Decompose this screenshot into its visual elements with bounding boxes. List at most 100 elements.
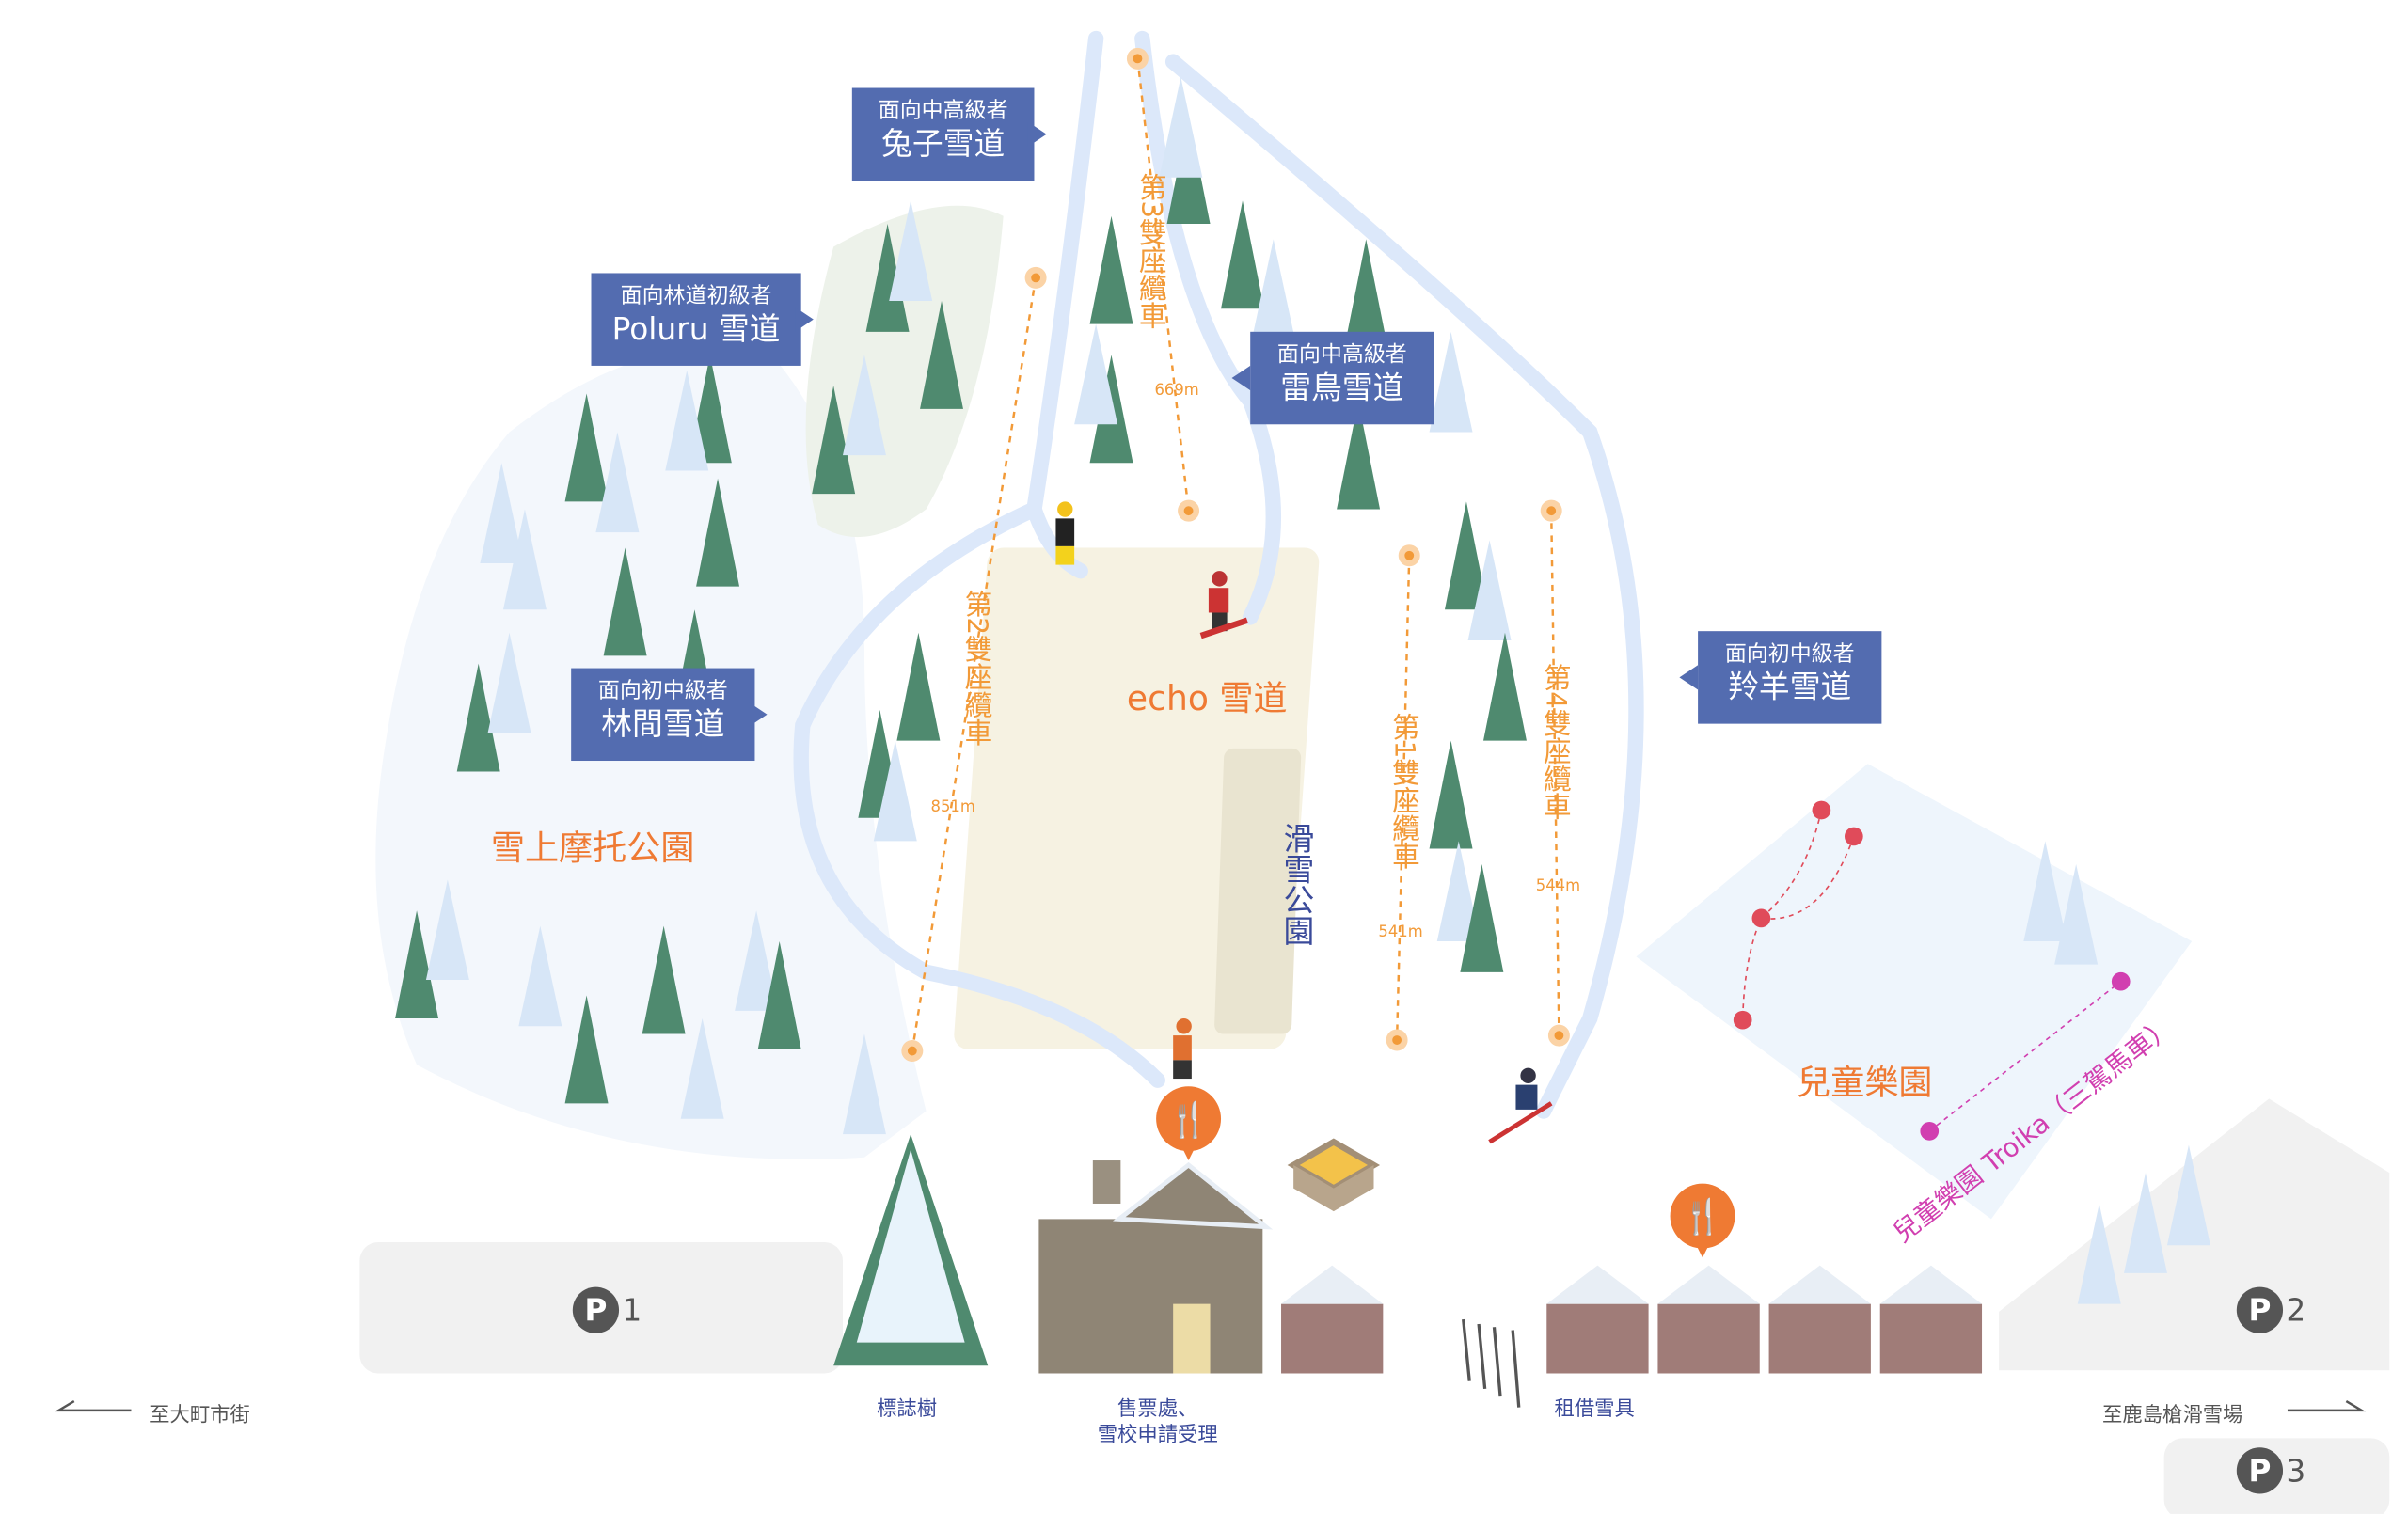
kids-park-area	[1636, 764, 2193, 1220]
troika-station	[2111, 971, 2131, 991]
trail-sign-rinkan[interactable]: 面向初中級者林間雪道	[571, 668, 768, 762]
tree-icon	[1344, 239, 1388, 348]
lift-station	[1547, 1024, 1570, 1047]
lift-label-2: 第2雙座纜車	[959, 589, 993, 747]
skier-figure	[1173, 1018, 1192, 1080]
road-to-omachi: 至大町市街	[150, 1404, 250, 1427]
kids-station	[1733, 1010, 1752, 1030]
house	[1879, 1303, 1983, 1374]
restaurant-icon: 🍴	[1156, 1086, 1222, 1161]
tree-icon	[395, 910, 439, 1019]
parking-icon: P	[2236, 1447, 2284, 1494]
tree-icon	[2166, 1144, 2210, 1246]
skier-figure	[1055, 501, 1075, 565]
tree-icon	[1251, 239, 1295, 340]
skier-figure	[1488, 1067, 1553, 1144]
tree-icon	[2054, 863, 2099, 965]
arrow-right-icon	[2287, 1399, 2367, 1412]
lift-station	[1398, 544, 1420, 567]
trail-level: 面向中高級者	[1276, 342, 1407, 368]
tree-icon	[1429, 740, 1473, 849]
tree-icon	[842, 1033, 886, 1135]
lift-line-4	[1549, 511, 1560, 1036]
trail-path	[1026, 30, 1104, 579]
tree-icon	[642, 925, 686, 1034]
snow-park-strip	[1214, 748, 1302, 1034]
tree-icon	[564, 393, 609, 502]
troika-line	[1928, 981, 2122, 1132]
tree-icon	[2124, 1173, 2167, 1273]
arrow-left-icon	[54, 1399, 132, 1412]
trail-level: 面向初中級者	[1724, 641, 1855, 667]
tree-icon	[865, 223, 910, 332]
tree-icon	[1460, 863, 1504, 972]
tree-icon	[1436, 841, 1481, 942]
tree-icon	[889, 200, 933, 301]
ticket-line-1: 售票處、	[1117, 1397, 1198, 1422]
tree-icon	[1221, 200, 1264, 309]
tree-icon	[1467, 540, 1512, 641]
lift-length-4: 544m	[1535, 877, 1581, 895]
tree-icon	[696, 478, 740, 587]
troika-station	[1920, 1122, 1940, 1141]
lift-label-3: 第3雙座纜車	[1134, 172, 1167, 330]
tree-icon	[487, 632, 531, 733]
tree-icon	[812, 386, 856, 495]
parking-number: 2	[2286, 1291, 2306, 1329]
trail-name: 雷鳥雪道	[1280, 369, 1404, 406]
ticket-line-2: 雪校申請受理	[1097, 1424, 1218, 1448]
trail-sign-rabbit[interactable]: 面向中高級者兔子雪道	[851, 87, 1047, 181]
tree-icon	[456, 663, 500, 772]
lift-length-3: 669m	[1154, 382, 1199, 401]
trail-name: 兔子雪道	[881, 124, 1006, 163]
house	[1768, 1303, 1871, 1374]
tree-icon	[1089, 215, 1133, 324]
tree-icon	[920, 300, 963, 409]
tree-icon	[1337, 401, 1381, 510]
ticket-building	[1038, 1160, 1274, 1374]
tree-icon	[896, 632, 941, 741]
lift-length-2: 851m	[930, 799, 975, 817]
lift-station	[1126, 47, 1149, 70]
tree-icon	[1429, 331, 1473, 433]
trail-sign-raicho[interactable]: 面向中高級者雷鳥雪道	[1231, 331, 1434, 425]
rental-label: 租借雪具	[1554, 1397, 1635, 1422]
kids-station	[1812, 800, 1831, 820]
tree-icon	[1159, 77, 1203, 178]
kids-station	[1751, 908, 1771, 928]
tree-icon	[502, 509, 547, 610]
trail-sign-kamoshika[interactable]: 面向初中級者羚羊雪道	[1679, 631, 1882, 724]
parking-number: 3	[2286, 1452, 2306, 1490]
tree-icon	[873, 740, 917, 842]
lift-line-3	[1136, 58, 1190, 512]
svg-text:🍴: 🍴	[1682, 1196, 1724, 1238]
house	[1657, 1303, 1760, 1374]
trail-name: 羚羊雪道	[1728, 668, 1852, 705]
road-to-kashimayari: 至鹿島槍滑雪場	[2102, 1404, 2243, 1427]
tree-icon	[2023, 841, 2067, 942]
bonfire-icon	[1287, 1138, 1381, 1212]
echo-slope-label: echo 雪道	[1126, 680, 1288, 719]
svg-text:🍴: 🍴	[1167, 1099, 1210, 1141]
trail-level: 面向中高級者	[878, 99, 1008, 124]
snowmobile-park-label: 雪上摩托公園	[490, 829, 695, 869]
trail-path	[793, 501, 1165, 1088]
tree-icon	[2077, 1203, 2121, 1304]
tree-icon	[1483, 632, 1527, 741]
kids-station	[1844, 827, 1863, 846]
parking-icon: P	[572, 1286, 620, 1333]
lift-station	[1386, 1029, 1408, 1051]
tree-icon	[425, 879, 469, 981]
house	[1281, 1303, 1384, 1374]
tree-icon	[680, 1018, 724, 1119]
restaurant-icon: 🍴	[1670, 1183, 1735, 1258]
trail-name: Poluru 雪道	[611, 309, 781, 348]
snowboarder-figure	[1199, 571, 1248, 639]
ticket-office-label: 售票處、雪校申請受理	[1081, 1396, 1235, 1449]
